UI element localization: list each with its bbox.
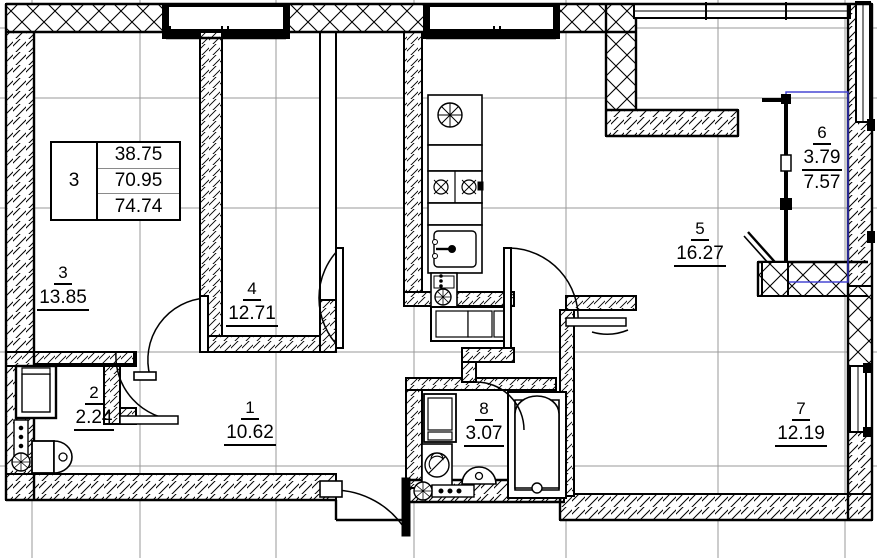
doors: [115, 247, 629, 537]
room-label-4: 4 12.71: [192, 280, 312, 327]
room-number: 3: [54, 264, 72, 285]
room-label-2: 2 2.24: [34, 384, 154, 431]
room-area: 3.79: [801, 147, 843, 171]
room-number: 7: [792, 400, 810, 421]
room-area: 12.19: [775, 423, 827, 447]
area-living: 38.75: [98, 143, 179, 169]
room-area: 3.07: [463, 423, 505, 447]
room-area: 10.62: [224, 422, 276, 446]
room-number: 5: [691, 220, 709, 241]
room-number: 8: [475, 400, 493, 421]
rooms-count: 3: [52, 143, 98, 219]
area-total-with-balcony: 74.74: [114, 195, 163, 217]
balcony-outline: [743, 91, 849, 297]
room-label-6: 6 3.79 7.57: [762, 124, 877, 193]
wc-fixtures: [11, 364, 73, 474]
room-number: 1: [241, 399, 259, 420]
room-area: 2.24: [73, 407, 115, 431]
room-label-8: 8 3.07: [424, 400, 544, 447]
room-label-5: 5 16.27: [640, 220, 760, 267]
wall-detail-marks: [162, 3, 875, 437]
room-area: 13.85: [37, 287, 89, 311]
room-label-7: 7 12.19: [741, 400, 861, 447]
room-area-secondary: 7.57: [803, 171, 841, 193]
room-number: 6: [813, 124, 831, 145]
room-area: 16.27: [674, 243, 726, 267]
room-area: 12.71: [226, 303, 278, 327]
area-total-without-balcony: 70.95: [98, 169, 179, 195]
windows: [165, 1, 871, 433]
apartment-info-table: 3 38.75 70.95 74.74: [50, 141, 181, 221]
kitchen-fixtures: [427, 94, 512, 342]
room-label-1: 1 10.62: [190, 399, 310, 446]
room-number: 2: [85, 384, 103, 405]
areas-column: 38.75 70.95 74.74: [98, 143, 179, 219]
bathroom-fixtures: [413, 391, 567, 501]
room-label-3: 3 13.85: [3, 264, 123, 311]
room-number: 4: [243, 280, 261, 301]
toilet-icon: [31, 440, 55, 474]
